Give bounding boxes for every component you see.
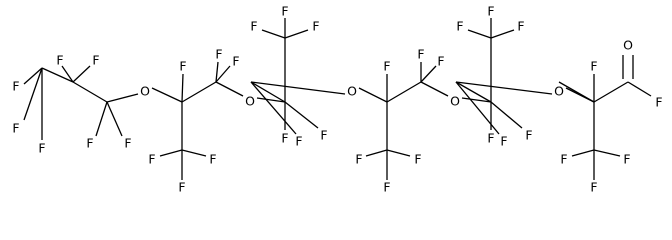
bond-line — [386, 149, 411, 157]
bond-line — [420, 65, 437, 83]
bond-line — [181, 149, 207, 157]
bond-line — [23, 67, 43, 121]
fluorine-atom-label: F — [179, 59, 186, 74]
fluorine-atom-label: F — [487, 131, 494, 146]
fluorine-atom-label: F — [312, 19, 319, 34]
fluorine-atom-label: F — [38, 141, 45, 156]
fluorine-atom-label: F — [215, 47, 222, 62]
bond-line — [250, 81, 346, 95]
fluorine-atom-label: F — [500, 134, 507, 149]
fluorine-atom-label: F — [148, 152, 155, 167]
fluorine-atom-label: F — [12, 79, 19, 94]
bond-line — [106, 93, 139, 103]
fluorine-atom-label: F — [417, 47, 424, 62]
fluorine-atom-label: F — [383, 59, 390, 74]
fluorine-atom-label: F — [56, 53, 63, 68]
oxygen-atom-label: O — [554, 84, 564, 99]
bond-line — [386, 81, 422, 103]
bond-line — [455, 81, 500, 135]
bond-line — [250, 81, 297, 135]
bond-line — [490, 29, 515, 39]
fluorine-atom-label: F — [487, 4, 494, 19]
bond-line — [23, 67, 43, 85]
fluorine-atom-label: F — [295, 134, 302, 149]
bond-line — [256, 97, 286, 103]
fluorine-atom-label: F — [590, 180, 597, 195]
fluorine-atom-label: F — [414, 152, 421, 167]
bond-line — [467, 29, 492, 39]
bond-line — [95, 101, 108, 137]
bond-line — [72, 81, 108, 103]
fluorine-atom-label: F — [250, 19, 257, 34]
fluorine-atom-label: F — [355, 152, 362, 167]
fluorine-atom-label: F — [178, 180, 185, 195]
bond-line — [565, 87, 595, 103]
bond-line — [215, 81, 244, 97]
bond-line — [181, 73, 184, 103]
bond-line — [159, 149, 183, 157]
bond-line — [455, 81, 553, 95]
bond-line — [461, 97, 492, 103]
bond-line — [181, 81, 217, 103]
fluorine-atom-label: F — [12, 121, 19, 136]
fluorine-atom-label: F — [92, 53, 99, 68]
bond-line — [593, 81, 629, 103]
bond-line — [261, 29, 286, 39]
bond-line — [41, 67, 74, 83]
fluorine-atom-label: F — [560, 152, 567, 167]
bond-lines — [23, 18, 652, 180]
oxygen-atom-label: O — [140, 84, 150, 99]
fluorine-atom-label: F — [590, 59, 597, 74]
fluorine-atom-label: F — [437, 54, 444, 69]
bond-line — [151, 87, 183, 103]
bond-line — [365, 149, 388, 157]
bond-line — [72, 65, 91, 83]
fluorine-atom-label: F — [281, 4, 288, 19]
oxygen-atom-label: O — [245, 94, 255, 109]
bond-line — [455, 81, 492, 103]
fluorine-atom-label: F — [655, 95, 662, 110]
bond-line — [593, 149, 621, 157]
oxygen-atom-label: O — [347, 84, 357, 99]
bond-line — [250, 81, 286, 103]
bond-line — [490, 101, 523, 129]
fluorine-atom-label: F — [456, 19, 463, 34]
bond-line — [358, 87, 388, 103]
bond-line — [106, 101, 123, 137]
bond-line — [627, 81, 652, 97]
bond-line — [61, 65, 74, 83]
fluorine-atom-label: F — [517, 19, 524, 34]
fluorine-atom-label: F — [623, 152, 630, 167]
bond-line — [420, 81, 449, 97]
fluorine-atom-label: F — [232, 54, 239, 69]
oxygen-atom-label: O — [623, 38, 633, 53]
bond-line — [571, 149, 595, 157]
fluorine-atom-label: F — [124, 136, 131, 151]
fluorine-atom-label: F — [383, 180, 390, 195]
bond-line — [284, 29, 309, 39]
oxygen-atom-label: O — [450, 94, 460, 109]
fluorine-atom-label: F — [86, 136, 93, 151]
bond-line — [284, 101, 319, 129]
fluorine-atom-label: F — [281, 131, 288, 146]
fluorine-atom-label: F — [320, 128, 327, 143]
bond-line — [215, 61, 219, 83]
fluorine-atom-label: F — [525, 128, 532, 143]
bond-line — [215, 65, 231, 83]
fluorine-atom-label: F — [209, 152, 216, 167]
